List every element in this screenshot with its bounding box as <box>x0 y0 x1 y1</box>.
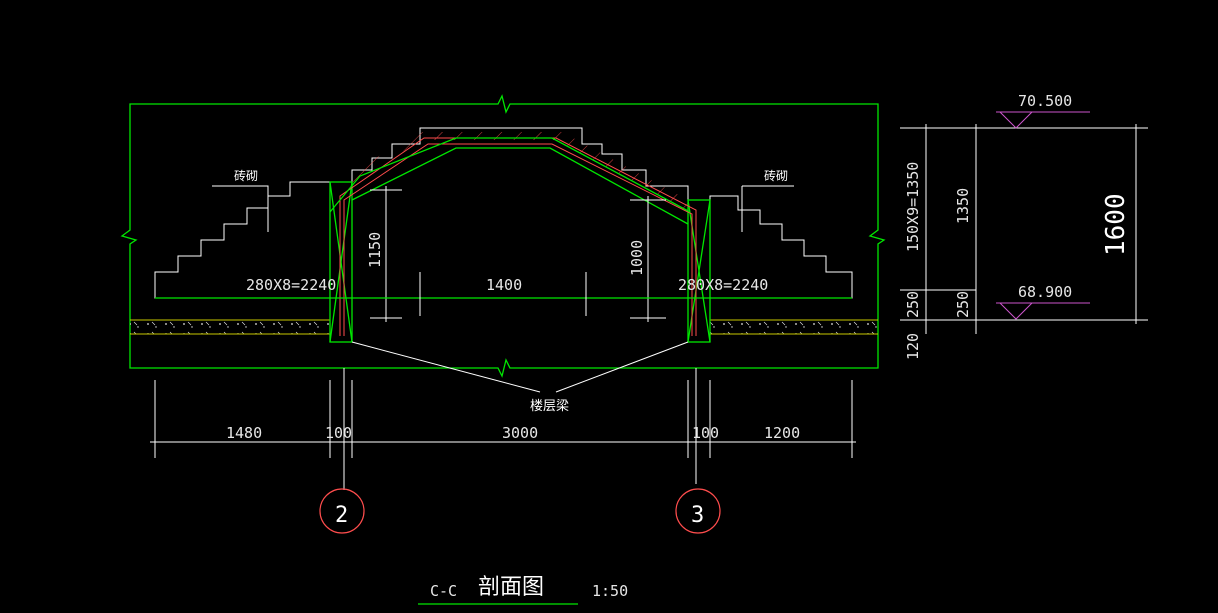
rebar <box>329 137 697 336</box>
label-left-height: 1150 <box>366 232 384 268</box>
brick-fill-left <box>154 181 331 299</box>
title-name: 剖面图 <box>478 575 544 600</box>
label-floor-beam: 楼层梁 <box>530 399 569 414</box>
axis-label-3: 3 <box>691 503 704 528</box>
label-brick-left: 砖砌 <box>234 168 258 183</box>
label-step-left: 280X8=2240 <box>246 276 336 294</box>
label-elev-top: 70.500 <box>1018 92 1072 110</box>
label-vert-250a: 250 <box>904 291 922 318</box>
title-scale: 1:50 <box>592 582 628 600</box>
label-vert-1350: 1350 <box>954 188 972 224</box>
inner-dims <box>155 186 852 322</box>
stepped-roof <box>351 127 708 212</box>
dim-100-right: 100 <box>692 424 719 442</box>
title-section: C-C <box>430 582 457 600</box>
axis-bubbles <box>319 488 721 534</box>
brick-fill-right <box>709 195 853 299</box>
floor-slab <box>130 319 878 335</box>
label-inner-width: 1400 <box>486 276 522 294</box>
label-vert-120: 120 <box>904 333 922 360</box>
right-dims <box>900 111 1148 334</box>
dim-3000: 3000 <box>502 424 538 442</box>
label-brick-right: 砖砌 <box>764 168 788 183</box>
outer-outline <box>120 94 886 378</box>
label-vert-total: 1600 <box>1101 193 1131 256</box>
label-step-right: 280X8=2240 <box>678 276 768 294</box>
label-vert-250b: 250 <box>954 291 972 318</box>
beam-leaders <box>351 341 689 393</box>
label-right-height: 1000 <box>628 240 646 276</box>
dim-1480: 1480 <box>226 424 262 442</box>
axis-label-2: 2 <box>335 503 348 528</box>
brick-leaders <box>212 185 794 232</box>
bottom-dim-chain <box>150 368 856 490</box>
dim-100-left: 100 <box>325 424 352 442</box>
dim-1200: 1200 <box>764 424 800 442</box>
label-elev-bottom: 68.900 <box>1018 283 1072 301</box>
label-vert-step: 150X9=1350 <box>904 162 922 252</box>
